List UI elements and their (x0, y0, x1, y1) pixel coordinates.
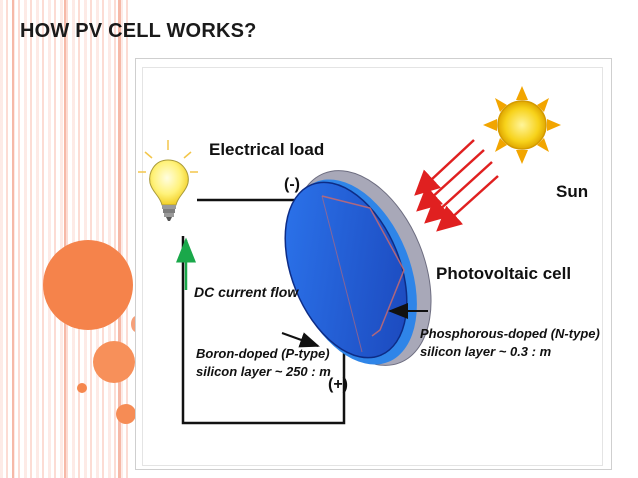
stripe-line (64, 0, 66, 478)
p-type-label-line1: Boron-doped (P-type) (196, 346, 330, 361)
electrical-load-label: Electrical load (209, 140, 325, 159)
p-type-label-line2: silicon layer ~ 250 : m (196, 364, 331, 379)
decorative-circle (43, 240, 133, 330)
circuit-wire (181, 198, 346, 425)
dc-current-flow-label: DC current flow (194, 284, 299, 300)
slide-title: HOW PV CELL WORKS? (20, 20, 257, 42)
decorative-circle (77, 383, 87, 393)
sunlight-arrows-icon (414, 139, 499, 232)
n-type-label-line2: silicon layer ~ 0.3 : m (420, 344, 552, 359)
sun-icon (483, 86, 561, 164)
negative-terminal-label: (-) (284, 176, 300, 193)
lightbulb-icon (138, 140, 198, 221)
stripe-line (118, 0, 121, 478)
decorative-stripes (0, 0, 132, 478)
stripe-line (12, 0, 14, 478)
n-type-label-line1: Phosphorous-doped (N-type) (420, 326, 600, 341)
p-type-pointer (281, 332, 320, 348)
decorative-circle (93, 341, 135, 383)
sun-label: Sun (556, 182, 589, 201)
positive-terminal-label: (+) (328, 376, 348, 393)
photovoltaic-cell-label: Photovoltaic cell (436, 264, 572, 283)
decorative-circle (116, 404, 136, 424)
